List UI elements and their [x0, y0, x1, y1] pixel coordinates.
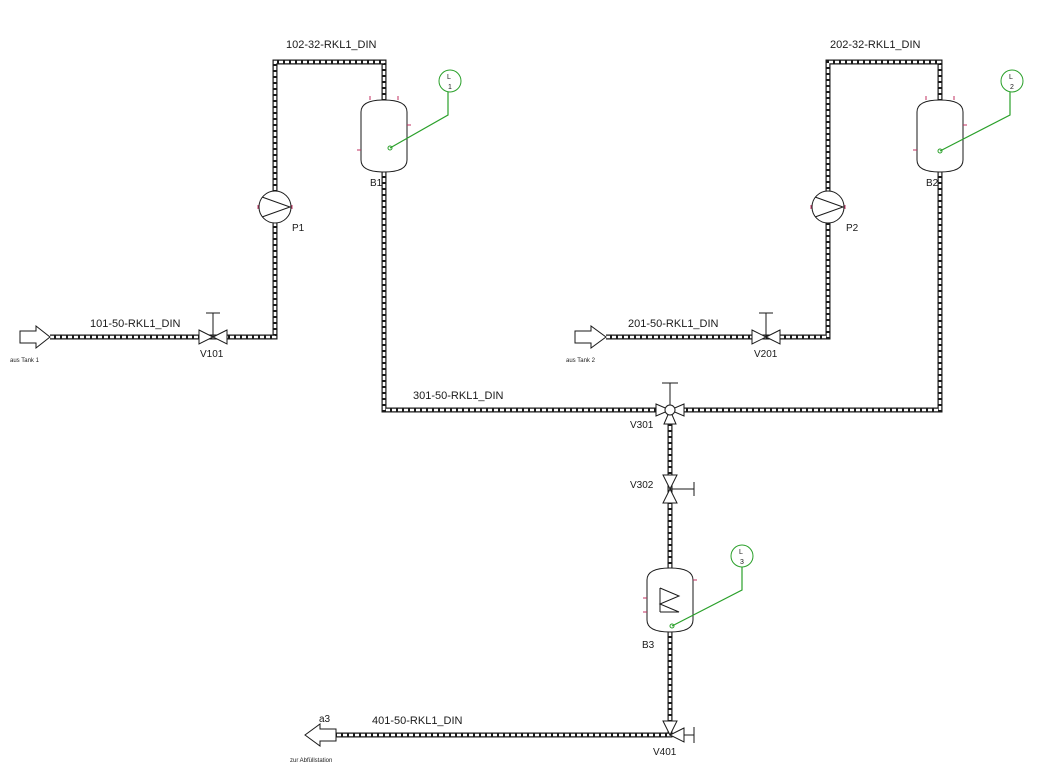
heating-coil-icon [658, 587, 681, 613]
arrow-left-icon [304, 723, 337, 747]
valve-label-v201: V201 [754, 349, 778, 360]
tank-label-b2: B2 [926, 178, 939, 189]
outlet-connector[interactable]: a3 zur Abfüllstation [290, 714, 337, 764]
pump-p1[interactable]: P1 [257, 190, 305, 234]
connector-label-tank1: aus Tank 1 [10, 358, 40, 364]
instrument-number: 2 [1010, 84, 1014, 91]
pipe-302[interactable] [680, 172, 943, 413]
valve-v401[interactable]: V401 [653, 720, 695, 758]
level-instrument-3[interactable]: L 3 [671, 544, 754, 627]
connector-label-out: zur Abfüllstation [290, 758, 332, 764]
instrument-number: 1 [448, 84, 452, 91]
valve-v201[interactable]: V201 [751, 312, 781, 360]
tank-b1[interactable]: B1 [357, 96, 411, 189]
tank-label-b1: B1 [370, 178, 383, 189]
level-instrument-1[interactable]: L 1 [389, 69, 462, 149]
tank-label-b3: B3 [642, 640, 655, 651]
valve-label-v302: V302 [630, 480, 654, 491]
valve-label-v301: V301 [630, 420, 654, 431]
pipe-label-401: 401-50-RKL1_DIN [372, 715, 463, 727]
pipe-201[interactable] [606, 59, 943, 340]
pump-label-p2: P2 [846, 223, 859, 234]
arrow-right-icon [574, 325, 607, 349]
pump-label-p1: P1 [292, 223, 305, 234]
connector-tag-a3: a3 [319, 714, 331, 725]
pipe-101[interactable] [50, 59, 387, 340]
tank-b3[interactable]: B3 [642, 567, 697, 651]
valve-v101[interactable]: V101 [198, 312, 228, 360]
instrument-letter: L [739, 549, 743, 556]
connector-label-tank2: aus Tank 2 [566, 358, 596, 364]
inlet-connector-tank1[interactable]: aus Tank 1 [10, 324, 51, 364]
instrument-bubble-icon [730, 544, 754, 568]
pipe-label-102: 102-32-RKL1_DIN [286, 39, 377, 51]
valve-label-v401: V401 [653, 747, 677, 758]
pump-p2[interactable]: P2 [810, 190, 859, 234]
pump-icon [258, 190, 292, 224]
inlet-connector-tank2[interactable]: aus Tank 2 [566, 325, 607, 364]
vessel-icon [360, 99, 408, 173]
pipe-label-101: 101-50-RKL1_DIN [90, 318, 181, 330]
instrument-number: 3 [740, 559, 744, 566]
valve-v301[interactable]: V301 [630, 382, 685, 431]
pipe-label-202: 202-32-RKL1_DIN [830, 39, 921, 51]
arrow-right-icon [19, 324, 51, 350]
instrument-bubble-icon [438, 69, 462, 93]
instrument-letter: L [1009, 74, 1013, 81]
valve-label-v101: V101 [200, 349, 224, 360]
pipe-label-201: 201-50-RKL1_DIN [628, 318, 719, 330]
vessel-icon [916, 99, 964, 173]
pipe-label-301: 301-50-RKL1_DIN [413, 390, 504, 402]
valve-v302[interactable]: V302 [630, 474, 695, 504]
pump-icon [811, 190, 845, 224]
instrument-letter: L [447, 74, 451, 81]
level-instrument-2[interactable]: L 2 [939, 69, 1024, 152]
angle-valve-icon [662, 720, 685, 743]
pipe-301[interactable] [381, 172, 660, 413]
instrument-bubble-icon [1000, 69, 1024, 93]
